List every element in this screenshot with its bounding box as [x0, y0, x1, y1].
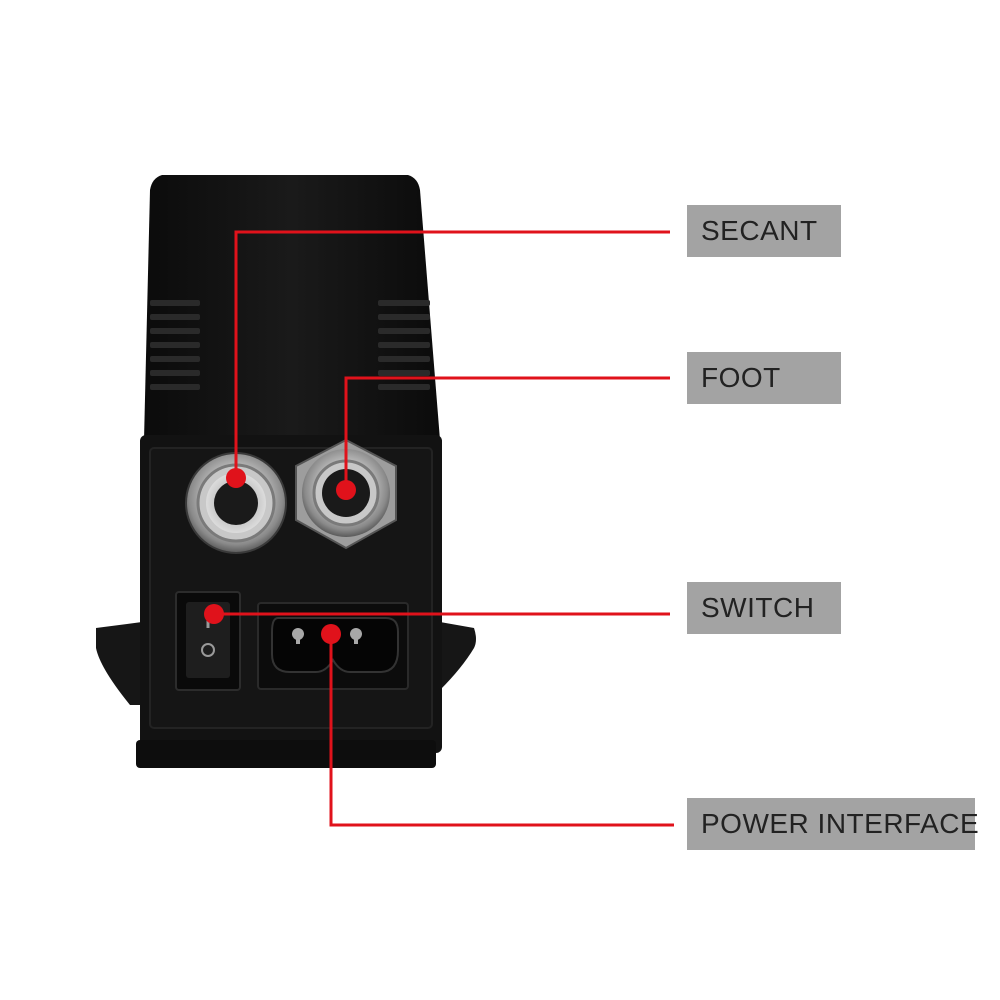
secant-leader-line — [234, 230, 670, 477]
foot-leader-line — [344, 376, 670, 490]
secant-label: SECANT — [687, 205, 841, 257]
vent-slots-right — [378, 300, 430, 390]
power-interface-label: POWER INTERFACE — [687, 798, 979, 850]
power-marker — [321, 624, 341, 644]
device-stand — [96, 622, 142, 705]
foot-marker — [336, 480, 356, 500]
secant-marker — [226, 468, 246, 488]
vent-slots-left — [150, 300, 200, 390]
power-socket-icon — [257, 602, 409, 690]
switch-label: SWITCH — [687, 582, 841, 634]
device-body — [144, 175, 440, 440]
leader-lines — [214, 230, 674, 827]
power-leader-line — [329, 634, 674, 827]
leader-dots — [204, 468, 356, 644]
switch-marker — [204, 604, 224, 624]
rocker-switch-icon — [175, 591, 241, 691]
foot-label: FOOT — [687, 352, 841, 404]
device-stand-right — [440, 622, 476, 690]
device-base — [136, 740, 436, 768]
